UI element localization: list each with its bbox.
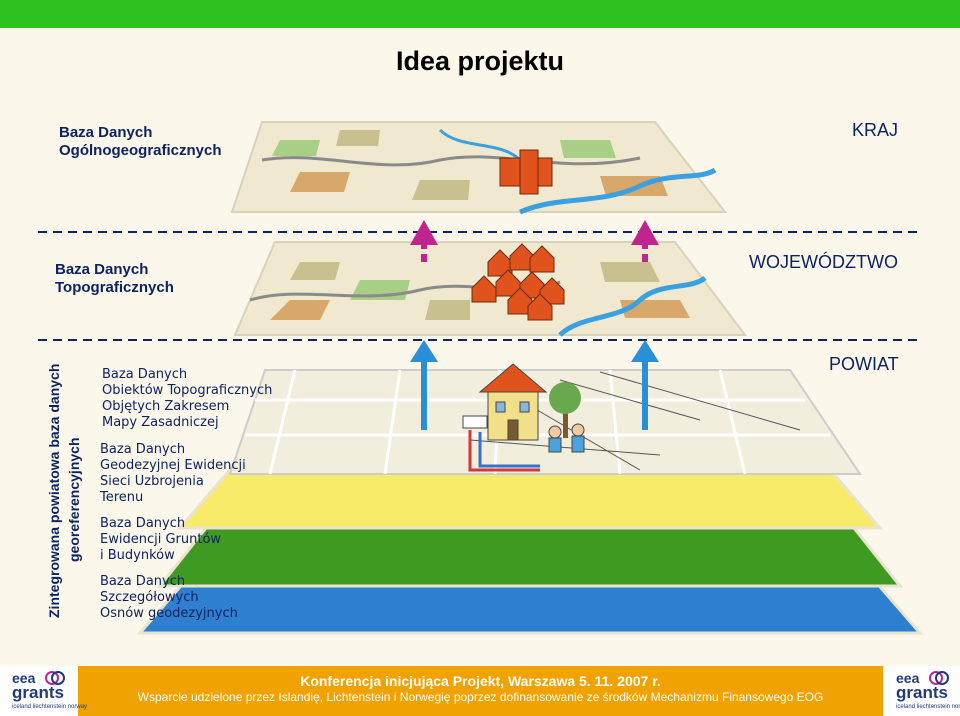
- eea-grants-logo-right: eea grants iceland liechtenstein norway: [888, 666, 958, 714]
- level-wojewodztwo: WOJEWÓDZTWO: [749, 252, 898, 273]
- map-powiat: [230, 370, 860, 474]
- level-powiat: POWIAT: [829, 354, 899, 375]
- db-ogolnogeograficznych: Baza Danych Ogólnogeograficznych: [59, 124, 222, 160]
- db-topograficznych: Baza Danych Topograficznych: [55, 261, 174, 297]
- side-label-line2: georeferencyjnych: [66, 438, 82, 563]
- level-kraj: KRAJ: [852, 120, 898, 141]
- map-kraj: [232, 122, 725, 212]
- footer-conference: Konferencja inicjująca Projekt, Warszawa…: [78, 673, 883, 689]
- eea-grants-logo-left: eea grants iceland liechtenstein norway: [4, 666, 74, 714]
- side-label-line1: Zintegrowana powiatowa baza danych: [46, 364, 62, 618]
- footer-support: Wsparcie udzielone przez Islandię, Licht…: [78, 690, 883, 704]
